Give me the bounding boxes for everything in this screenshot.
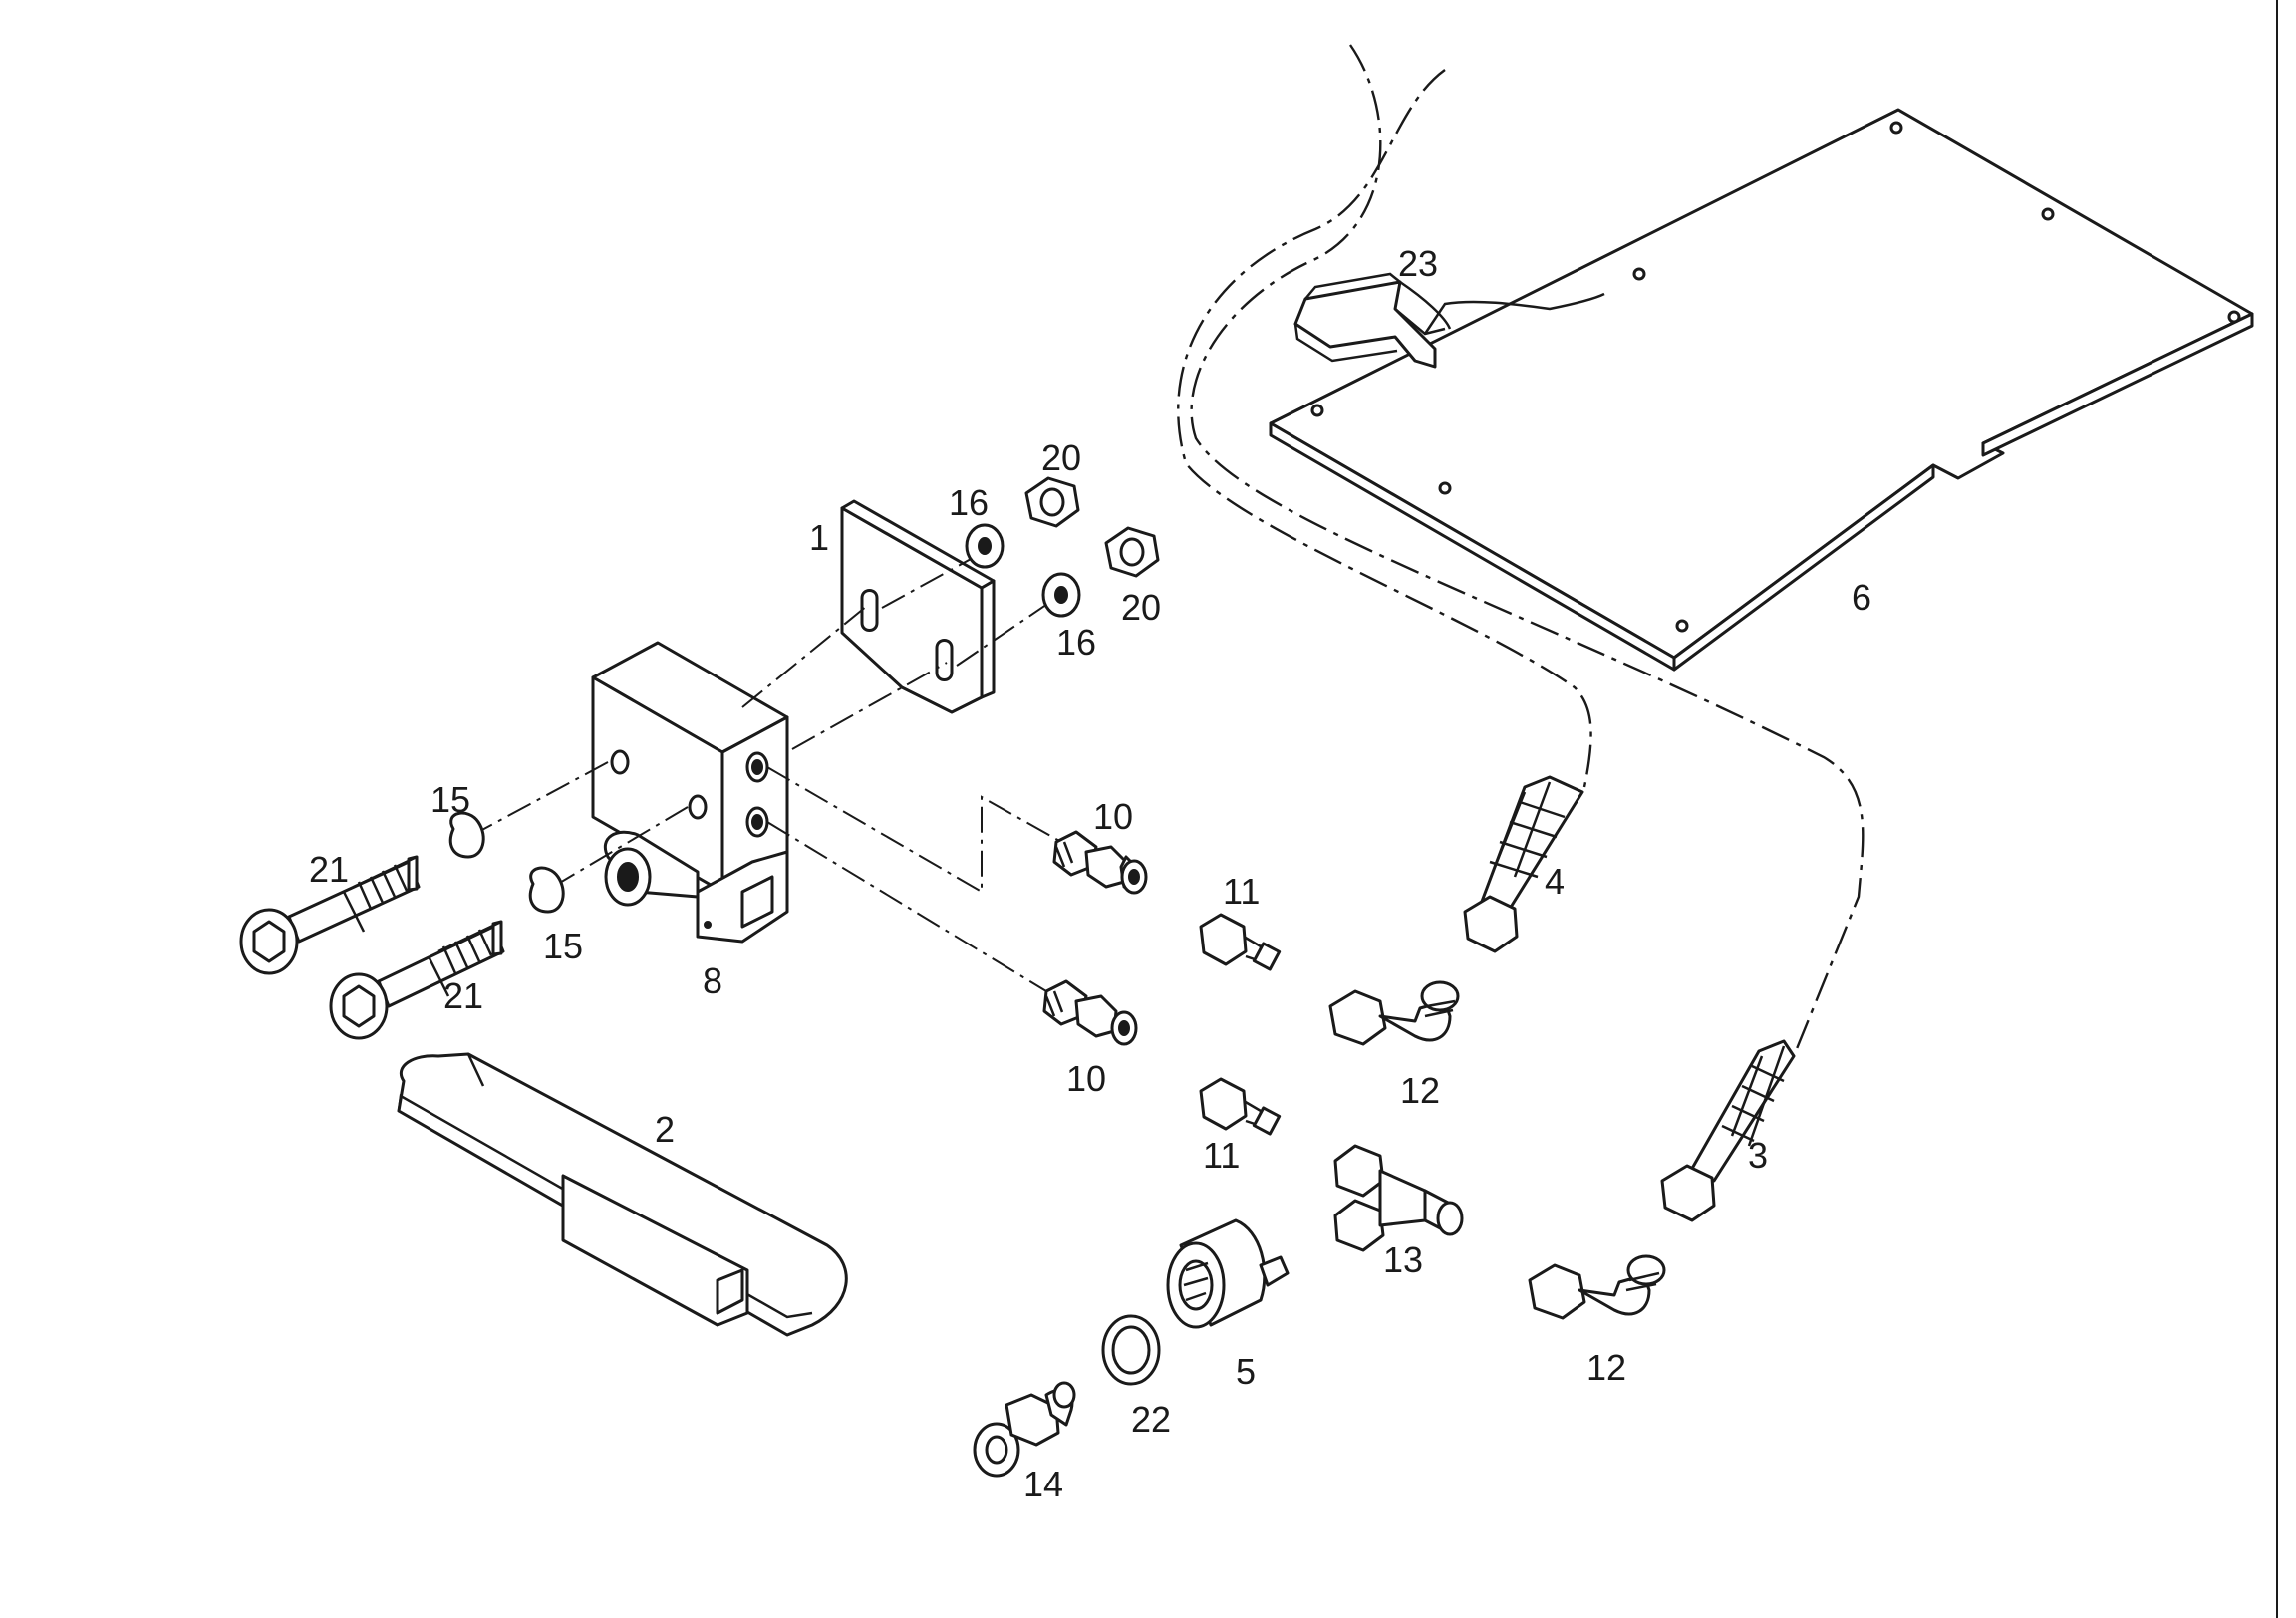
callout-10-lower: 10 — [1066, 1058, 1106, 1099]
part-1-mounting-bracket — [840, 499, 996, 714]
leader-bracket-upper — [741, 605, 868, 708]
part-21-bolt-upper — [239, 855, 421, 975]
part-10-fitting-upper — [1052, 830, 1148, 895]
callout-11-upper: 11 — [1223, 871, 1260, 912]
callout-12-lower: 12 — [1586, 1347, 1626, 1388]
part-14-banjo — [973, 1381, 1076, 1478]
callout-16-upper: 16 — [949, 482, 989, 523]
callout-21-lower: 21 — [443, 975, 483, 1016]
leader-fitting-10-upper — [766, 766, 1062, 894]
callout-12-upper: 12 — [1400, 1070, 1440, 1111]
callout-13: 13 — [1383, 1239, 1423, 1280]
part-23-clip — [1293, 272, 1605, 369]
callout-5: 5 — [1236, 1351, 1256, 1392]
part-16-washer-upper — [965, 523, 1004, 569]
callout-11-lower: 11 — [1203, 1135, 1240, 1176]
callout-22: 22 — [1131, 1399, 1171, 1440]
part-11-fitting-lower — [1199, 1077, 1282, 1136]
part-3-hose — [1660, 1039, 1796, 1222]
part-12-elbow-upper — [1328, 980, 1460, 1046]
callout-15-lower: 15 — [543, 926, 583, 966]
callout-8: 8 — [703, 960, 722, 1001]
leader-bracket-lower — [791, 662, 948, 750]
part-2-pedal — [397, 1052, 848, 1337]
leader-fitting-10-lower — [766, 821, 1047, 992]
callout-21-upper: 21 — [309, 849, 349, 890]
part-20-nut-upper — [1024, 476, 1080, 528]
hose-route-inner — [1177, 69, 1592, 788]
callout-15-upper: 15 — [430, 779, 470, 820]
part-4-hose — [1463, 775, 1584, 953]
part-20-nut-lower — [1104, 526, 1160, 578]
callout-16-lower: 16 — [1056, 622, 1096, 663]
callout-2: 2 — [655, 1109, 675, 1150]
callout-1: 1 — [809, 517, 829, 558]
leader-nut-upper — [881, 552, 983, 609]
part-16-washer-lower — [1041, 572, 1081, 618]
part-22-seal-ring — [1101, 1314, 1161, 1386]
callout-10-upper: 10 — [1093, 796, 1133, 837]
part-13-tee-fitting — [1333, 1144, 1464, 1252]
leader-nut-lower — [956, 597, 1057, 667]
callout-23: 23 — [1398, 243, 1438, 284]
part-12-elbow-lower — [1528, 1254, 1666, 1320]
callout-14: 14 — [1023, 1464, 1063, 1504]
part-11-fitting-upper — [1199, 913, 1282, 971]
part-10-fitting-lower — [1042, 979, 1138, 1046]
callout-6: 6 — [1852, 577, 1871, 618]
leader-bolt-lower — [552, 806, 689, 888]
part-15-clip-lower — [528, 866, 565, 914]
callout-4: 4 — [1545, 861, 1565, 902]
part-6-base-plate — [1269, 108, 2254, 672]
part-5-coupling — [1166, 1218, 1290, 1329]
callout-20-lower: 20 — [1121, 587, 1161, 628]
part-15-clip-upper — [448, 811, 485, 859]
leader-bolt-upper — [477, 761, 609, 833]
callout-3: 3 — [1748, 1135, 1768, 1176]
part-8-valve-block — [591, 641, 789, 944]
part-21-bolt-lower — [329, 920, 505, 1040]
hose-route-outer — [1190, 44, 1865, 1057]
callout-20-upper: 20 — [1041, 437, 1081, 478]
